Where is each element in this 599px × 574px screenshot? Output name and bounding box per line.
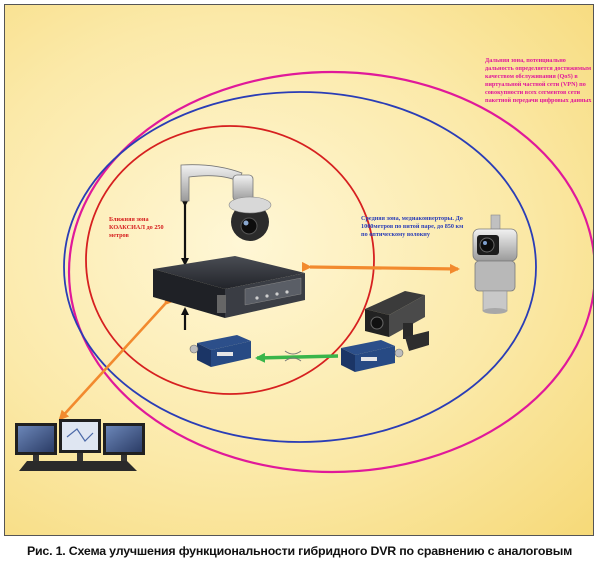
near-zone-ring — [85, 125, 375, 395]
ptz-camera-icon — [472, 214, 518, 314]
near-zone-label: Ближняя зона КОАКСИАЛ до 250 метров — [109, 216, 164, 239]
media-converter-left-icon — [189, 335, 251, 367]
box-camera-icon — [365, 291, 429, 351]
middle-zone-ring — [63, 91, 537, 443]
dome-camera-icon — [180, 164, 272, 241]
figure-caption: Рис. 1. Схема улучшения функциональности… — [26, 544, 573, 558]
twisted-pair-arrow — [255, 352, 339, 363]
workstation-monitors-icon — [15, 419, 145, 471]
network-link-arrow — [58, 294, 175, 421]
hybrid-dvr-icon — [153, 256, 305, 318]
far-zone-label: Дальняя зона, потенциально дальность опр… — [485, 57, 592, 104]
media-converter-right-icon — [341, 340, 404, 372]
fiber-link-arrow — [301, 261, 460, 274]
twisted-pair-icon — [284, 350, 302, 362]
far-zone-ring — [67, 70, 593, 474]
middle-zone-label: Средняя зона, медиаконверторы. До 1000ме… — [361, 215, 464, 238]
diagram-frame: Дальняя зона, потенциально дальность опр… — [4, 4, 594, 536]
network-diagram — [15, 70, 593, 474]
